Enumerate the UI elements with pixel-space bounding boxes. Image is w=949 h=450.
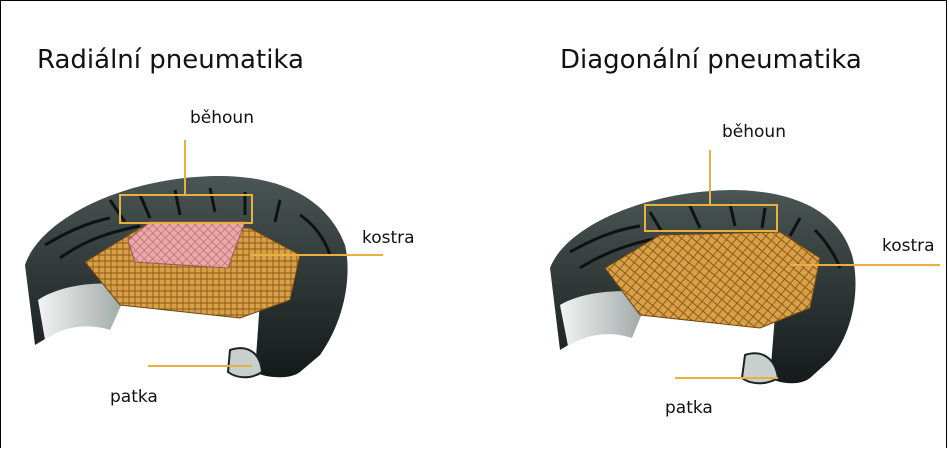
radial-tire-illustration [25,140,383,377]
radial-bead-label: patka [110,387,158,407]
bias-tread-label: běhoun [722,122,786,142]
radial-carcass-label: kostra [362,228,415,248]
radial-tread-label: běhoun [190,108,254,128]
bias-bead-label: patka [665,398,713,418]
bias-tire-illustration [550,150,940,383]
bias-carcass-label: kostra [882,236,935,256]
radial-belt [128,222,245,268]
